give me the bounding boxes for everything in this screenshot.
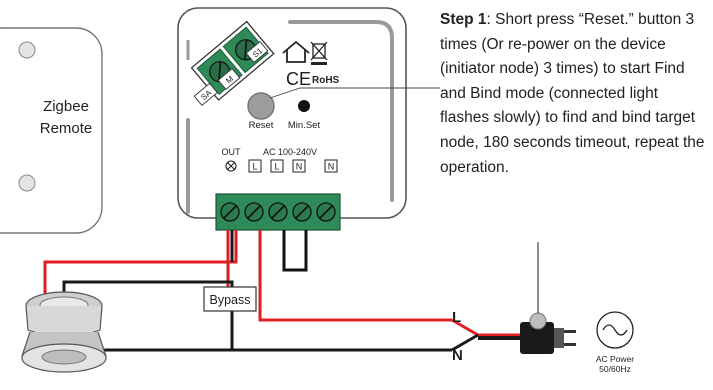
- bypass-label: Bypass: [210, 293, 251, 307]
- reset-label: Reset: [249, 120, 274, 131]
- bypass-module: [203, 286, 257, 312]
- home-icon: [282, 40, 310, 63]
- step-label: Step 1: [440, 11, 487, 28]
- terminal-n-1: N: [296, 162, 303, 172]
- neutral-wires: [62, 230, 452, 352]
- ce-mark: CE: [286, 69, 311, 89]
- min-set-button[interactable]: [298, 100, 310, 112]
- neutral-wire-label: N: [452, 347, 463, 364]
- power-plug-icon: [520, 312, 576, 354]
- min-set-label: Min.Set: [288, 120, 321, 131]
- ac-voltage-label: AC 100-240V: [263, 147, 317, 157]
- step-description: : Short press “Reset.” button 3 times (O…: [440, 11, 705, 176]
- weee-bin-icon: [310, 41, 328, 65]
- lamp-icon: [21, 291, 107, 373]
- out-label: OUT: [222, 147, 242, 157]
- ac-power-label-line1: AC Power: [596, 354, 634, 364]
- zigbee-remote: Zigbee Remote: [0, 27, 103, 234]
- dimmer-device: SA M S1 CE RoHS Reset Min.Set OUT: [177, 7, 407, 231]
- terminal-label-m: M: [224, 74, 235, 85]
- ac-power-icon: [596, 311, 634, 349]
- terminal-l-1: L: [252, 162, 257, 172]
- reset-button[interactable]: [247, 92, 275, 120]
- power-cord: [451, 318, 520, 352]
- instruction-text: Step 1: Short press “Reset.” button 3 ti…: [440, 8, 710, 180]
- remote-label-line2: Remote: [40, 120, 93, 137]
- live-wire-label: L: [452, 309, 461, 326]
- ac-power-label-line2: 50/60Hz: [599, 364, 631, 374]
- terminal-l-2: L: [274, 162, 279, 172]
- rohs-mark: RoHS: [312, 75, 340, 86]
- terminal-n-2: N: [328, 162, 335, 172]
- output-terminal-icon: [225, 160, 237, 172]
- remote-label-line1: Zigbee: [43, 98, 89, 115]
